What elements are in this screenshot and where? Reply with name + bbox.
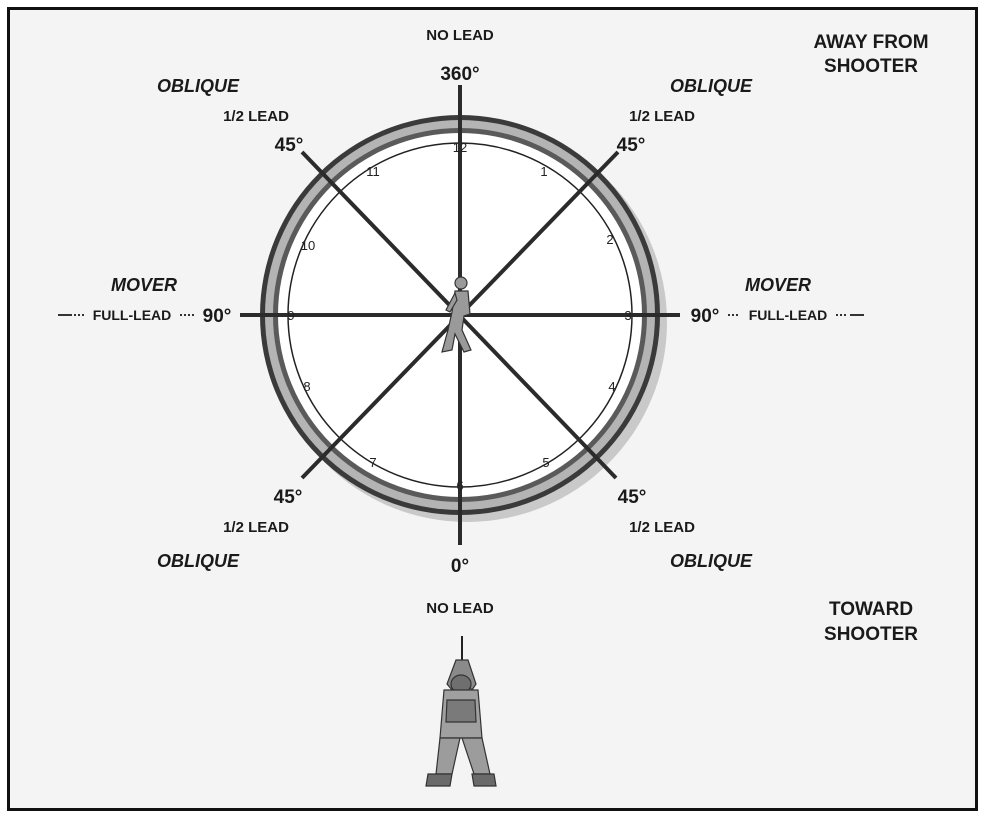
upper-right-lead-label: 1/2 LEAD bbox=[629, 108, 695, 125]
bottom-angle-label: 0° bbox=[451, 556, 469, 577]
shooter-figure-icon bbox=[426, 636, 496, 786]
right-zone-label: MOVER bbox=[745, 275, 811, 295]
right-lead-label: FULL-LEAD bbox=[749, 307, 828, 323]
clock-5: 5 bbox=[542, 455, 549, 470]
away-from-shooter-line1: AWAY FROM bbox=[813, 32, 928, 53]
clock-12: 12 bbox=[453, 140, 467, 155]
toward-shooter-line1: TOWARD bbox=[829, 599, 913, 620]
clock-11: 11 bbox=[366, 164, 380, 179]
toward-shooter-line2: SHOOTER bbox=[824, 624, 918, 645]
lower-left-lead-label: 1/2 LEAD bbox=[223, 519, 289, 536]
left-angle-label: 90° bbox=[203, 306, 232, 327]
lower-right-lead-label: 1/2 LEAD bbox=[629, 519, 695, 536]
left-lead-label: FULL-LEAD bbox=[93, 307, 172, 323]
lower-left-zone-label: OBLIQUE bbox=[157, 551, 240, 571]
right-angle-label: 90° bbox=[691, 306, 720, 327]
lower-left-angle-label: 45° bbox=[274, 487, 303, 508]
lower-right-angle-label: 45° bbox=[618, 487, 647, 508]
upper-left-angle-label: 45° bbox=[275, 135, 304, 156]
clock-6: 6 bbox=[456, 478, 463, 493]
clock-3: 3 bbox=[624, 308, 631, 323]
lower-right-zone-label: OBLIQUE bbox=[670, 551, 753, 571]
upper-right-angle-label: 45° bbox=[617, 135, 646, 156]
away-from-shooter-line2: SHOOTER bbox=[824, 56, 918, 77]
clock-2: 2 bbox=[606, 232, 613, 247]
bottom-lead-label: NO LEAD bbox=[426, 600, 494, 617]
clock-7: 7 bbox=[369, 455, 376, 470]
upper-right-zone-label: OBLIQUE bbox=[670, 76, 753, 96]
top-lead-label: NO LEAD bbox=[426, 27, 494, 44]
upper-left-lead-label: 1/2 LEAD bbox=[223, 108, 289, 125]
clock-4: 4 bbox=[608, 379, 615, 394]
left-zone-label: MOVER bbox=[111, 275, 177, 295]
clock-9: 9 bbox=[287, 308, 294, 323]
clock-8: 8 bbox=[303, 379, 310, 394]
top-angle-label: 360° bbox=[440, 64, 479, 85]
clock-10: 10 bbox=[301, 238, 315, 253]
clock-1: 1 bbox=[540, 164, 547, 179]
upper-left-zone-label: OBLIQUE bbox=[157, 76, 240, 96]
